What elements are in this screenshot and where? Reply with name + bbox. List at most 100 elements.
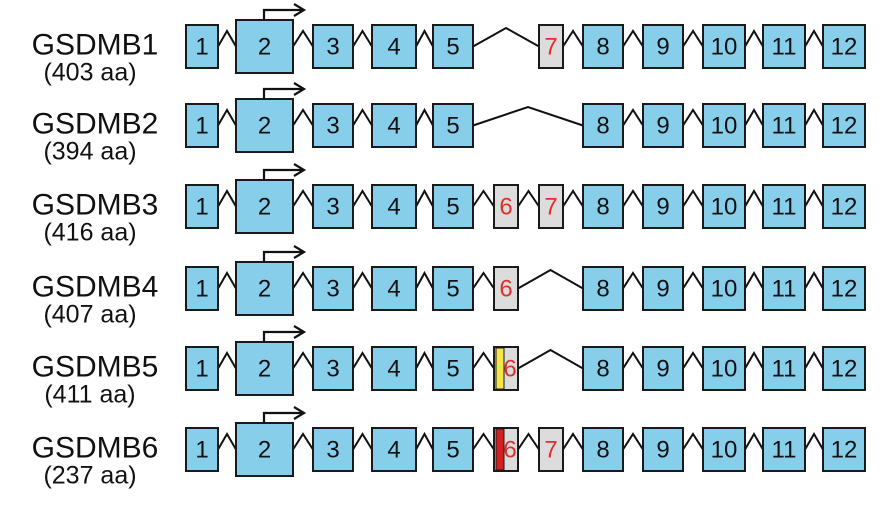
transcription-start-arrow xyxy=(262,168,302,180)
exon-8-box xyxy=(582,346,624,391)
isoform-length: (237 aa) xyxy=(43,462,136,490)
intron-connector xyxy=(217,271,237,290)
transcription-start-arrow xyxy=(262,411,302,423)
exon-12-box xyxy=(822,184,866,229)
transcription-start-arrow xyxy=(262,330,302,342)
exon-number-label: 4 xyxy=(387,276,400,303)
exon-10-box xyxy=(702,24,746,69)
exon-number-label: 9 xyxy=(656,437,669,464)
exon-8-box xyxy=(582,184,624,229)
isoform-length: (416 aa) xyxy=(43,219,136,247)
intron-connector xyxy=(517,432,540,451)
exon-number-label: 11 xyxy=(772,356,797,383)
exon-number-label: 9 xyxy=(656,276,669,303)
exon-2-box xyxy=(235,179,294,234)
intron-connector xyxy=(217,189,237,208)
isoform-name: GSDMB6 xyxy=(32,432,159,465)
exon-12-box xyxy=(822,24,866,69)
exon-number-label: 1 xyxy=(195,276,208,303)
exon-12-box xyxy=(822,103,866,148)
exon-6-yellow-mark xyxy=(495,347,505,390)
intron-connector xyxy=(682,108,704,127)
arrow-head-icon xyxy=(293,406,307,420)
exon-4-box xyxy=(371,427,417,472)
exon-11-box xyxy=(762,346,806,391)
exon-4-box xyxy=(371,24,417,69)
exon-2-box xyxy=(235,261,294,316)
exon-3-box xyxy=(312,24,354,69)
intron-connector xyxy=(352,432,373,451)
intron-connector xyxy=(292,108,314,127)
intron-connector xyxy=(415,270,434,289)
exon-number-label: 8 xyxy=(596,437,609,464)
exon-number-label: 8 xyxy=(596,113,609,140)
intron-connector xyxy=(415,350,434,369)
exon-7-box xyxy=(538,427,564,472)
intron-connector xyxy=(622,108,644,127)
intron-connector xyxy=(804,29,824,48)
intron-connector xyxy=(682,271,704,290)
exon-number-label: 7 xyxy=(544,34,557,61)
intron-connector xyxy=(217,351,237,370)
exon-3-box xyxy=(312,184,354,229)
exon-number-label: 6 xyxy=(503,356,516,383)
intron-connector xyxy=(472,26,540,48)
exon-number-label: 10 xyxy=(711,356,738,383)
exon-number-label: 3 xyxy=(326,437,339,464)
exon-number-label: 10 xyxy=(711,113,738,140)
intron-connector xyxy=(562,189,584,208)
transcription-start-arrow xyxy=(262,250,302,262)
intron-connector xyxy=(415,28,434,47)
exon-5-box xyxy=(432,427,474,472)
exon-8-box xyxy=(582,266,624,311)
exon-9-box xyxy=(642,103,684,148)
exon-5-box xyxy=(432,266,474,311)
intron-connector xyxy=(217,29,237,48)
intron-connector xyxy=(744,271,764,290)
intron-connector xyxy=(292,189,314,208)
arrow-head-icon xyxy=(293,82,307,96)
exon-number-label: 11 xyxy=(772,437,797,464)
intron-connector xyxy=(622,29,644,48)
intron-connector xyxy=(472,105,584,127)
intron-connector xyxy=(744,351,764,370)
exon-4-box xyxy=(371,103,417,148)
exon-number-label: 3 xyxy=(326,194,339,221)
exon-3-box xyxy=(312,103,354,148)
intron-connector xyxy=(622,432,644,451)
exon-10-box xyxy=(702,184,746,229)
exon-6-box xyxy=(493,184,519,229)
exon-2-box xyxy=(235,98,294,153)
exon-number-label: 2 xyxy=(258,437,271,464)
exon-number-label: 5 xyxy=(446,113,459,140)
intron-connector xyxy=(804,351,824,370)
isoform-name: GSDMB2 xyxy=(32,108,159,141)
exon-12-box xyxy=(822,427,866,472)
exon-number-label: 8 xyxy=(596,194,609,221)
exon-number-label: 4 xyxy=(387,34,400,61)
isoform-length: (411 aa) xyxy=(44,381,135,409)
exon-1-box xyxy=(185,184,219,229)
exon-number-label: 1 xyxy=(195,194,208,221)
exon-4-box xyxy=(371,266,417,311)
exon-number-label: 12 xyxy=(831,356,858,383)
intron-connector xyxy=(744,189,764,208)
exon-number-label: 11 xyxy=(772,194,797,221)
exon-number-label: 9 xyxy=(656,194,669,221)
isoform-name: GSDMB1 xyxy=(32,29,159,62)
exon-number-label: 4 xyxy=(387,437,400,464)
exon-11-box xyxy=(762,24,806,69)
exon-12-box xyxy=(822,346,866,391)
exon-11-box xyxy=(762,266,806,311)
exon-9-box xyxy=(642,346,684,391)
exon-number-label: 12 xyxy=(831,34,858,61)
exon-number-label: 10 xyxy=(711,34,738,61)
intron-connector xyxy=(352,351,373,370)
isoform-length: (403 aa) xyxy=(43,59,136,87)
